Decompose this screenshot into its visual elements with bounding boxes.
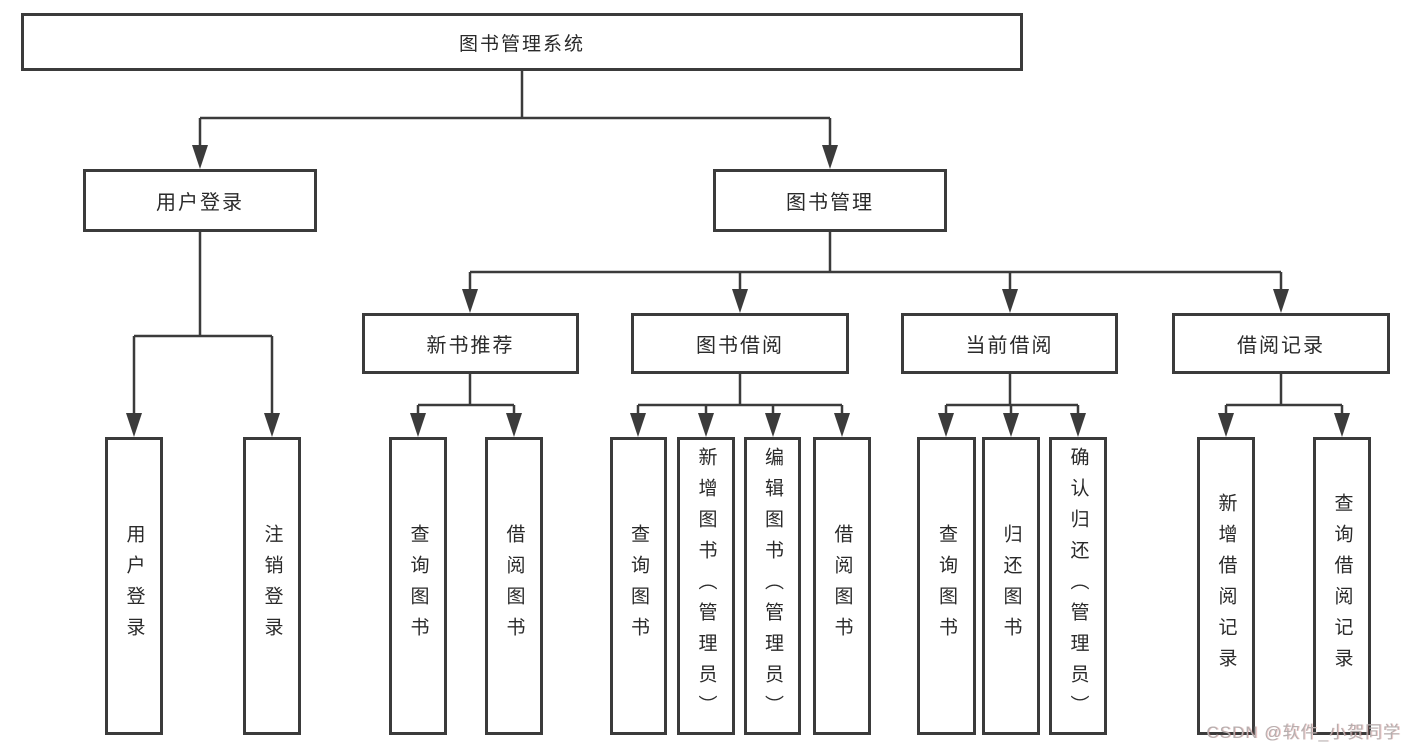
leaf-query-books-recommend: 查询图书 bbox=[389, 437, 447, 735]
node-new-book-recommend-label: 新书推荐 bbox=[426, 335, 515, 357]
leaf-query-books-borrow: 查询图书 bbox=[610, 437, 667, 735]
connector-root-to-level2 bbox=[198, 71, 832, 148]
node-current-borrow-label: 当前借阅 bbox=[965, 335, 1054, 357]
leaf-confirm-return-admin-label: 确认归还（管理员） bbox=[1067, 446, 1089, 726]
leaf-edit-books-admin-label: 编辑图书（管理员） bbox=[762, 446, 783, 726]
leaf-return-books: 归还图书 bbox=[982, 437, 1040, 735]
leaf-add-books-admin-label: 新增图书（管理员） bbox=[695, 446, 717, 726]
leaf-user-login-label: 用户登录 bbox=[123, 524, 145, 648]
node-user-login-label: 用户登录 bbox=[156, 192, 244, 214]
node-borrow-record-label: 借阅记录 bbox=[1237, 335, 1325, 357]
connector-user-login-children bbox=[132, 232, 274, 416]
node-user-login: 用户登录 bbox=[83, 169, 317, 232]
connector-book-management-children bbox=[468, 232, 1283, 292]
leaf-add-borrow-record: 新增借阅记录 bbox=[1197, 437, 1255, 735]
leaf-logout: 注销登录 bbox=[243, 437, 301, 735]
node-root: 图书管理系统 bbox=[21, 13, 1023, 71]
leaf-query-borrow-record: 查询借阅记录 bbox=[1313, 437, 1371, 735]
leaf-query-books-recommend-label: 查询图书 bbox=[407, 524, 429, 648]
leaf-borrow-books-recommend-label: 借阅图书 bbox=[503, 524, 525, 648]
leaf-query-books-current-label: 查询图书 bbox=[936, 524, 957, 648]
connector-book-borrow-children bbox=[636, 374, 844, 416]
leaf-borrow-books-label: 借阅图书 bbox=[831, 524, 853, 648]
leaf-query-books-borrow-label: 查询图书 bbox=[628, 524, 649, 648]
leaf-add-books-admin: 新增图书（管理员） bbox=[677, 437, 735, 735]
leaf-query-books-current: 查询图书 bbox=[917, 437, 976, 735]
node-book-management: 图书管理 bbox=[713, 169, 947, 232]
node-root-label: 图书管理系统 bbox=[458, 33, 585, 55]
leaf-query-borrow-record-label: 查询借阅记录 bbox=[1331, 493, 1353, 679]
leaf-edit-books-admin: 编辑图书（管理员） bbox=[744, 437, 801, 735]
leaf-user-login: 用户登录 bbox=[105, 437, 163, 735]
connector-current-borrow-children bbox=[944, 374, 1080, 416]
leaf-borrow-books-recommend: 借阅图书 bbox=[485, 437, 543, 735]
node-new-book-recommend: 新书推荐 bbox=[362, 313, 579, 374]
node-book-borrow: 图书借阅 bbox=[631, 313, 849, 374]
node-current-borrow: 当前借阅 bbox=[901, 313, 1118, 374]
node-book-management-label: 图书管理 bbox=[786, 192, 874, 214]
node-borrow-record: 借阅记录 bbox=[1172, 313, 1390, 374]
leaf-confirm-return-admin: 确认归还（管理员） bbox=[1049, 437, 1107, 735]
leaf-borrow-books: 借阅图书 bbox=[813, 437, 871, 735]
connector-new-book-children bbox=[416, 374, 516, 416]
node-book-borrow-label: 图书借阅 bbox=[696, 335, 784, 357]
connector-borrow-record-children bbox=[1224, 374, 1344, 416]
leaf-logout-label: 注销登录 bbox=[261, 524, 283, 648]
leaf-return-books-label: 归还图书 bbox=[1000, 524, 1022, 648]
csdn-watermark: CSDN @软件_小贺同学 bbox=[1206, 723, 1401, 742]
leaf-add-borrow-record-label: 新增借阅记录 bbox=[1215, 493, 1237, 679]
